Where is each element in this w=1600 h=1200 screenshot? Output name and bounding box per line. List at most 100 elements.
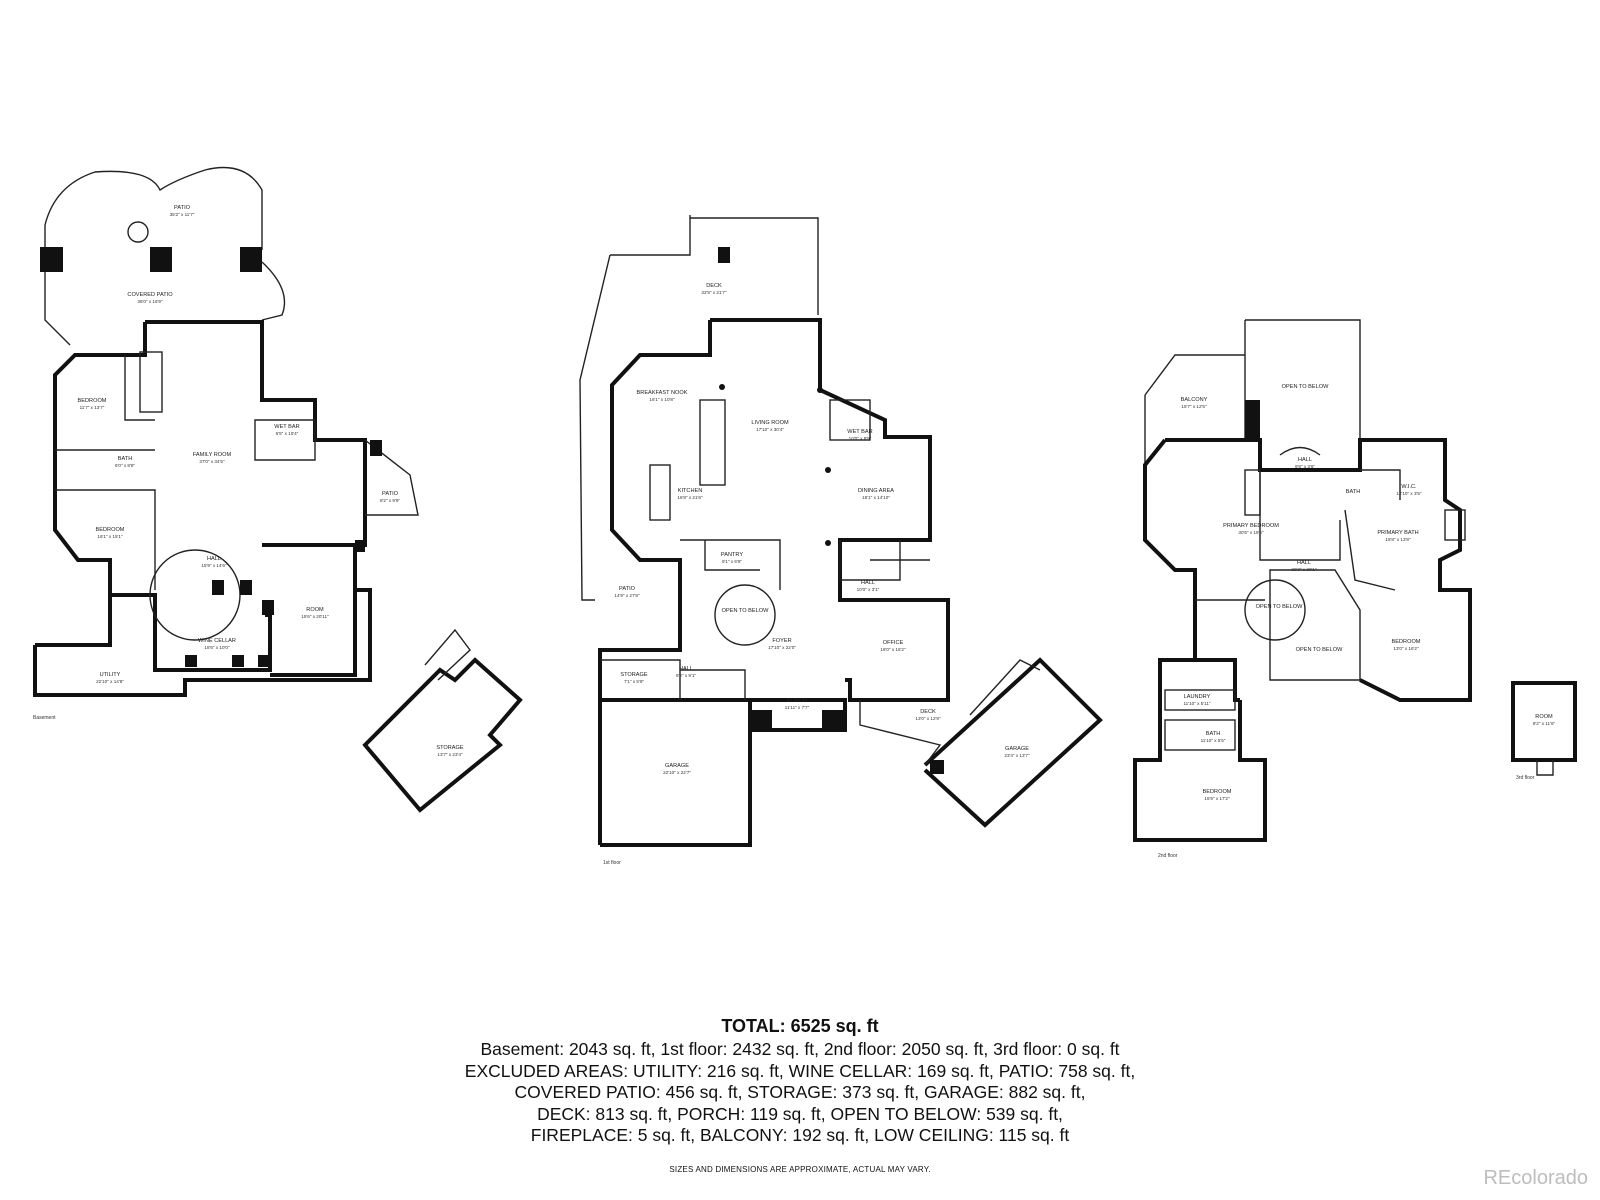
floor-label-first: 1st floor [603, 860, 621, 866]
basement-room-dim: 8'2" x 9'9" [380, 498, 400, 503]
first-room-dim: 17'10" x 30'4" [756, 427, 784, 432]
first-room-label: GARAGE [1005, 746, 1029, 752]
basement-room-dim: 11'7" x 13'7" [80, 405, 105, 410]
first-room-label: OFFICE [883, 640, 904, 646]
summary-line: COVERED PATIO: 456 sq. ft, STORAGE: 373 … [514, 1082, 1086, 1102]
first-room-dim: 23'4" x 13'7" [1004, 753, 1030, 758]
first-room-dim: 8'2" x 9'1" [676, 673, 696, 678]
basement-room-dim: 18'6" x 10'0" [204, 645, 230, 650]
second-room-label: W.I.C. [1401, 484, 1417, 490]
basement-plan: PATIO 35'2" x 11'7" COVERED PATIO 36'0" … [33, 166, 523, 813]
second-room-label: OPEN TO BELOW [1296, 647, 1343, 653]
second-room-label: PRIMARY BATH [1377, 530, 1418, 536]
summary-line: Basement: 2043 sq. ft, 1st floor: 2432 s… [480, 1039, 1120, 1059]
area-summary: TOTAL: 6525 sq. ft Basement: 2043 sq. ft… [0, 1015, 1600, 1147]
first-room-label: OPEN TO BELOW [722, 608, 769, 614]
second-room-dim: 9'8" x 3'6" [1295, 464, 1315, 469]
second-room-dim: 15'7" x 12'5" [1181, 404, 1207, 409]
second-room-dim: 11'10" x 5'5" [1201, 738, 1226, 743]
first-room-label: KITCHEN [678, 488, 703, 494]
basement-room-label: FAMILY ROOM [193, 452, 232, 458]
basement-room-label: STORAGE [436, 745, 464, 751]
basement-room-label: WINE CELLAR [198, 638, 236, 644]
second-room-dim: 30'6" x 19'5" [1238, 530, 1264, 535]
basement-room-label: UTILITY [100, 672, 121, 678]
first-room-dim: 10'0" x 8'9" [849, 436, 872, 441]
second-room-dim: 12'10" x 3'5" [1396, 491, 1422, 496]
second-room-label: BATH [1206, 731, 1221, 737]
first-room-dim: 14'9" x 27'8" [614, 593, 640, 598]
basement-room-dim: 13'7" x 23'4" [437, 752, 463, 757]
first-room-dim: 7'1" x 5'9" [624, 679, 644, 684]
brand-watermark: REcolorado [1483, 1167, 1588, 1189]
third-room-dim: 8'2" x 11'6" [1533, 721, 1556, 726]
basement-room-label: BATH [118, 456, 133, 462]
first-room-dim: 22'10" x 22'7" [663, 770, 691, 775]
first-room-dim: 16'8" x 21'6" [677, 495, 703, 500]
basement-room-dim: 6'0" x 8'8" [115, 463, 135, 468]
first-room-label: PATIO [619, 586, 636, 592]
second-room-label: BEDROOM [1392, 639, 1421, 645]
third-floor-plan: ROOM 8'2" x 11'6" 3rd floor [1511, 681, 1577, 781]
first-room-label: HALL [861, 580, 875, 586]
first-room-dim: 32'8" x 21'7" [701, 290, 727, 295]
basement-room-dim: 15'9" x 14'6" [201, 563, 227, 568]
basement-room-dim: 16'1" x 15'1" [97, 534, 123, 539]
second-room-dim: 11'10" x 5'11" [1183, 701, 1210, 706]
first-room-label: LIVING ROOM [751, 420, 789, 426]
second-room-dim: 18'8" x 13'8" [1385, 537, 1411, 542]
first-room-dim: 11'11" x 7'7" [785, 705, 810, 710]
first-room-label: GARAGE [665, 763, 689, 769]
first-room-label: DINING AREA [858, 488, 894, 494]
floor-plan-drawing: PATIO 35'2" x 11'7" COVERED PATIO 36'0" … [33, 166, 1577, 866]
first-room-label: FOYER [772, 638, 791, 644]
second-room-dim: 20'3" x 20'1" [1291, 567, 1317, 572]
first-room-dim: 10'0" x 3'1" [857, 587, 880, 592]
first-room-label: DECK [706, 283, 722, 289]
first-room-label: HALL [679, 666, 693, 672]
second-room-dim: 13'0" x 16'2" [1393, 646, 1419, 651]
basement-room-dim: 22'10" x 14'8" [96, 679, 124, 684]
basement-room-label: COVERED PATIO [127, 292, 173, 298]
first-room-dim: 18'0" x 16'2" [880, 647, 906, 652]
first-room-label: BREAKFAST NOOK [637, 390, 688, 396]
first-room-label: STORAGE [620, 672, 648, 678]
second-room-label: BALCONY [1181, 397, 1208, 403]
basement-room-label: PATIO [174, 205, 191, 211]
first-room-dim: 18'1" x 14'10" [862, 495, 890, 500]
basement-room-label: PATIO [382, 491, 399, 497]
second-room-label: PRIMARY BEDROOM [1223, 523, 1279, 529]
first-floor-plan: DECK 32'8" x 21'7" BREAKFAST NOOK 16'1" … [579, 215, 1103, 866]
floor-label-third: 3rd floor [1516, 775, 1535, 781]
second-room-dim: 15'9" x 17'2" [1204, 796, 1230, 801]
basement-room-dim: 37'0" x 34'5" [199, 459, 225, 464]
basement-room-dim: 15'6" x 20'11" [301, 614, 329, 619]
first-room-label: WET BAR [847, 429, 872, 435]
first-room-dim: 17'10" x 22'0" [768, 645, 796, 650]
summary-line: EXCLUDED AREAS: UTILITY: 216 sq. ft, WIN… [464, 1060, 1136, 1081]
second-floor-plan: BALCONY 15'7" x 12'5" OPEN TO BELOW HALL… [1133, 319, 1472, 859]
first-room-dim: 9'1" x 6'8" [722, 559, 742, 564]
first-room-label: DECK [920, 709, 936, 715]
second-room-label: HALL [1298, 457, 1312, 463]
second-room-label: LAUNDRY [1184, 694, 1211, 700]
basement-room-label: BEDROOM [96, 527, 125, 533]
basement-room-dim: 35'2" x 11'7" [170, 212, 195, 217]
second-room-label: BEDROOM [1203, 789, 1232, 795]
second-room-label: BATH [1346, 489, 1361, 495]
basement-room-label: BEDROOM [78, 398, 107, 404]
disclaimer: SIZES AND DIMENSIONS ARE APPROXIMATE, AC… [669, 1165, 931, 1174]
basement-room-dim: 6'5" x 10'4" [276, 431, 299, 436]
summary-line: DECK: 813 sq. ft, PORCH: 119 sq. ft, OPE… [537, 1103, 1063, 1124]
second-room-label: OPEN TO BELOW [1256, 604, 1303, 610]
floor-label-second: 2nd floor [1158, 853, 1178, 859]
first-room-label: PANTRY [721, 552, 743, 558]
third-room-label: ROOM [1535, 714, 1553, 720]
basement-room-dim: 36'0" x 16'9" [137, 299, 163, 304]
basement-room-label: WET BAR [274, 424, 299, 430]
total-area: TOTAL: 6525 sq. ft [721, 1016, 879, 1036]
basement-room-label: HALL [207, 556, 221, 562]
second-room-label: OPEN TO BELOW [1282, 384, 1329, 390]
summary-line: FIREPLACE: 5 sq. ft, BALCONY: 192 sq. ft… [530, 1125, 1070, 1145]
first-room-label: PORCH [787, 698, 807, 704]
